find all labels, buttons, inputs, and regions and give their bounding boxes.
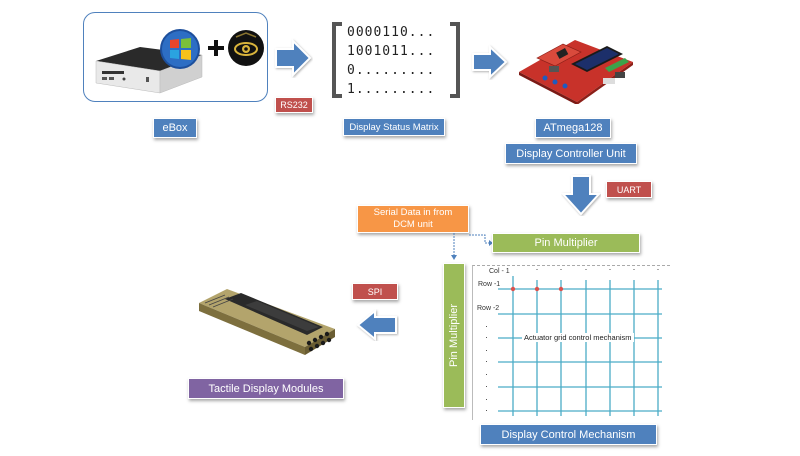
controller-name: ATmega128	[535, 118, 611, 138]
plus-icon	[208, 40, 224, 56]
active-actuator-dot	[510, 286, 516, 292]
row-tick	[486, 374, 487, 375]
active-actuator-dot	[534, 286, 540, 292]
col-tick	[560, 269, 562, 270]
grid-frame	[472, 265, 670, 420]
uart-badge: UART	[606, 181, 652, 198]
arrow-right-icon	[275, 38, 312, 78]
ebox-frame	[83, 12, 268, 102]
col-tick	[536, 269, 538, 270]
col-tick	[633, 269, 635, 270]
tactile-module-image	[199, 289, 335, 355]
rs232-badge: RS232	[275, 97, 313, 113]
status-matrix: 0000110... 1001011... 0......... 1......…	[332, 22, 460, 98]
col-tick	[585, 269, 587, 270]
matrix-row: 0.........	[347, 63, 436, 78]
active-actuator-dot	[558, 286, 564, 292]
row-2-label: Row -2	[477, 305, 500, 312]
matrix-row: 1001011...	[347, 44, 436, 59]
row-tick	[486, 386, 487, 387]
row-1-label: Row -1	[478, 281, 501, 288]
row-tick	[486, 337, 487, 338]
spi-badge: SPI	[352, 283, 398, 300]
status-matrix-label: Display Status Matrix	[343, 118, 445, 136]
col-1-label: Col - 1	[489, 268, 510, 275]
row-tick	[486, 361, 487, 362]
windows-logo-icon	[160, 29, 200, 69]
atmega-board-image	[519, 40, 633, 104]
controller-label: Display Controller Unit	[505, 143, 637, 164]
col-tick	[657, 269, 659, 270]
arrowhead-icon	[489, 240, 493, 246]
row-tick	[486, 399, 487, 400]
pin-multiplier-vertical: Pin Multiplier	[443, 263, 465, 408]
eye-logo-icon	[228, 30, 264, 66]
tactile-label: Tactile Display Modules	[188, 378, 344, 399]
matrix-right-bracket	[450, 22, 460, 98]
actuator-grid	[486, 269, 662, 416]
pin-multiplier-vertical-label: Pin Multiplier	[448, 304, 460, 367]
row-tick	[486, 326, 487, 327]
arrow-left-icon	[356, 309, 397, 341]
arrow-down-icon	[561, 175, 601, 216]
col-tick	[609, 269, 611, 270]
arrowhead-icon	[451, 255, 457, 260]
row-tick	[486, 410, 487, 411]
matrix-row: 0000110...	[347, 25, 436, 40]
serial-input-box: Serial Data in from DCM unit	[357, 205, 469, 233]
pin-multiplier-horizontal: Pin Multiplier	[492, 233, 640, 253]
matrix-left-bracket	[332, 22, 342, 98]
actuator-grid-label: Actuator grid control mechanism	[522, 333, 634, 342]
connector-line	[469, 234, 489, 244]
grid-caption: Display Control Mechanism	[480, 424, 657, 445]
serial-connectors	[451, 233, 493, 260]
ebox-illustration	[95, 29, 264, 94]
matrix-row: 1.........	[347, 82, 436, 97]
arrow-right-icon	[472, 44, 508, 80]
row-tick	[486, 350, 487, 351]
ebox-label: eBox	[153, 118, 197, 138]
